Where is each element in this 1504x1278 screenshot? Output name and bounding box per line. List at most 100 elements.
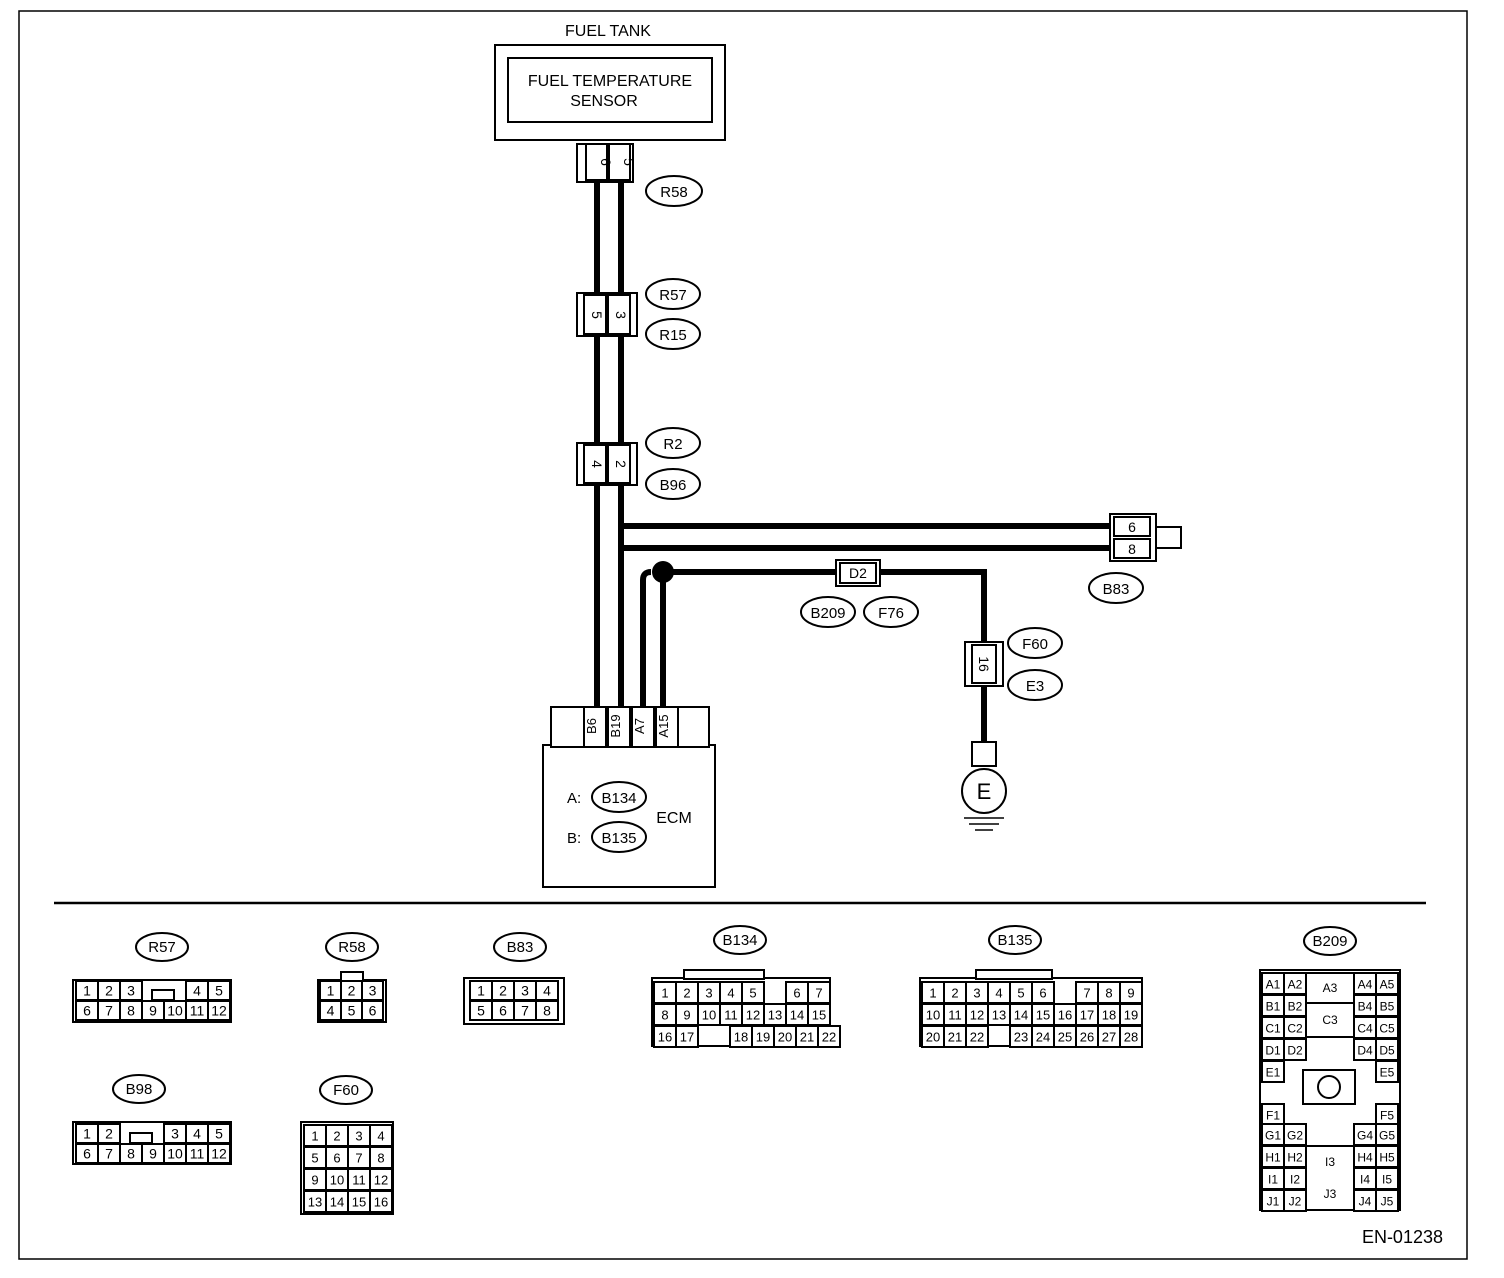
f60-pin-15: 15: [352, 1195, 366, 1210]
ecm-a-ref: B134: [601, 790, 636, 807]
b83-pin-7: 7: [521, 1003, 529, 1019]
b98-pin-1: 1: [83, 1126, 91, 1142]
svg-text:B134: B134: [722, 932, 757, 949]
ecm-pin-a7: A7: [632, 718, 647, 734]
f60-pin-1: 1: [311, 1129, 318, 1144]
b209-pin-A4: A4: [1358, 978, 1373, 992]
b134-pin-7: 7: [815, 986, 822, 1001]
r57-pin-10: 10: [167, 1003, 183, 1019]
r2-pin-2: 2: [613, 460, 629, 468]
b134-pin-3: 3: [705, 986, 712, 1001]
b134-pin-17: 17: [680, 1030, 694, 1045]
b98-pin-7: 7: [105, 1146, 113, 1162]
f60-pin-3: 3: [355, 1129, 362, 1144]
svg-text:B135: B135: [997, 932, 1032, 949]
b209-pin-H1: H1: [1265, 1151, 1281, 1165]
f60-pin-7: 7: [355, 1151, 362, 1166]
svg-text:R57: R57: [148, 939, 176, 956]
b135-pin-10: 10: [926, 1008, 940, 1023]
f60-pin-13: 13: [308, 1195, 322, 1210]
svg-text:A3: A3: [1323, 981, 1338, 995]
b135-pin-28: 28: [1124, 1030, 1138, 1045]
b135-pin-3: 3: [973, 986, 980, 1001]
b209-pin-C1: C1: [1265, 1022, 1281, 1036]
b134-pin-6: 6: [793, 986, 800, 1001]
r58-pin-4: 4: [327, 1003, 335, 1019]
b135-pin-23: 23: [1014, 1030, 1028, 1045]
b83-pin-3: 3: [521, 983, 529, 999]
svg-text:B96: B96: [660, 477, 687, 494]
svg-text:R2: R2: [663, 436, 682, 453]
ecm-pin-b6: B6: [584, 718, 599, 734]
b135-pin-8: 8: [1105, 986, 1112, 1001]
svg-text:I3: I3: [1325, 1155, 1335, 1169]
b135-pin-12: 12: [970, 1008, 984, 1023]
b134-pin-15: 15: [812, 1008, 826, 1023]
svg-text:B209: B209: [810, 605, 845, 622]
sensor-label-line2: SENSOR: [570, 93, 638, 110]
svg-text:E3: E3: [1026, 678, 1044, 695]
r57-pin-9: 9: [149, 1003, 157, 1019]
b209-pin-f5: F5: [1380, 1109, 1394, 1123]
ecm-name: ECM: [656, 810, 692, 827]
figure-id: EN-01238: [1362, 1227, 1443, 1247]
b134-pin-8: 8: [661, 1008, 668, 1023]
b83-pin-2: 2: [499, 983, 507, 999]
svg-text:F60: F60: [1022, 636, 1048, 653]
b209-pin-A5: A5: [1380, 978, 1395, 992]
ref-r58-face: R58: [325, 932, 379, 962]
connector-r2-b96-inline: 4 2: [576, 442, 638, 486]
r58-pin-3: 3: [369, 983, 377, 999]
b134-pin-18: 18: [734, 1030, 748, 1045]
b98-pin-9: 9: [149, 1146, 157, 1162]
b98-pin-6: 6: [83, 1146, 91, 1162]
svg-text:B98: B98: [126, 1081, 153, 1098]
b83-pin-6: 6: [1128, 519, 1136, 535]
ground-label: E: [977, 779, 992, 804]
b98-pin-5: 5: [215, 1126, 223, 1142]
b135-pin-7: 7: [1083, 986, 1090, 1001]
f60-pin-12: 12: [374, 1173, 388, 1188]
ref-f60: F60: [1007, 627, 1063, 659]
r58-pin-2: 5: [621, 158, 637, 166]
svg-text:B83: B83: [1103, 581, 1130, 598]
ref-b135-face: B135: [988, 925, 1042, 955]
b134-pin-14: 14: [790, 1008, 804, 1023]
b135-pin-18: 18: [1102, 1008, 1116, 1023]
svg-text:R15: R15: [659, 327, 687, 344]
ref-b209: B209: [800, 596, 856, 628]
svg-text:R58: R58: [338, 939, 366, 956]
b135-pin-25: 25: [1058, 1030, 1072, 1045]
ref-b98-face: B98: [112, 1074, 166, 1104]
b209-pin-G5: G5: [1379, 1129, 1395, 1143]
b135-pin-16: 16: [1058, 1008, 1072, 1023]
r58-pin-1: 1: [327, 983, 335, 999]
fuel-tank-title: FUEL TANK: [565, 23, 651, 40]
b209-pin-D1: D1: [1265, 1044, 1281, 1058]
b135-pin-11: 11: [948, 1008, 962, 1023]
r58-pin-6: 6: [369, 1003, 377, 1019]
b209-pin-G2: G2: [1287, 1129, 1303, 1143]
b209-pin-D5: D5: [1379, 1044, 1395, 1058]
b209-pin-J2: J2: [1289, 1195, 1302, 1209]
ecm-pin-a15: A15: [656, 714, 671, 737]
ecm-b-label: B:: [567, 830, 581, 847]
b134-pin-2: 2: [683, 986, 690, 1001]
ref-r57: R57: [645, 278, 701, 310]
b135-pin-19: 19: [1124, 1008, 1138, 1023]
r57-pin-11: 11: [190, 1003, 205, 1019]
r57-pin-1: 1: [83, 983, 91, 999]
b134-pin-22: 22: [822, 1030, 836, 1045]
f60-pin-6: 6: [333, 1151, 340, 1166]
b98-pin-10: 10: [167, 1146, 183, 1162]
b98-pin-2: 2: [105, 1126, 113, 1142]
r57-pin-1: 5: [589, 311, 605, 319]
connector-b83-inline: 6 8: [1109, 513, 1182, 562]
b209-pin-J1: J1: [1267, 1195, 1280, 1209]
f60-pin-2: 2: [333, 1129, 340, 1144]
b135-pin-9: 9: [1127, 986, 1134, 1001]
connector-f60-inline: 16: [964, 641, 1004, 687]
